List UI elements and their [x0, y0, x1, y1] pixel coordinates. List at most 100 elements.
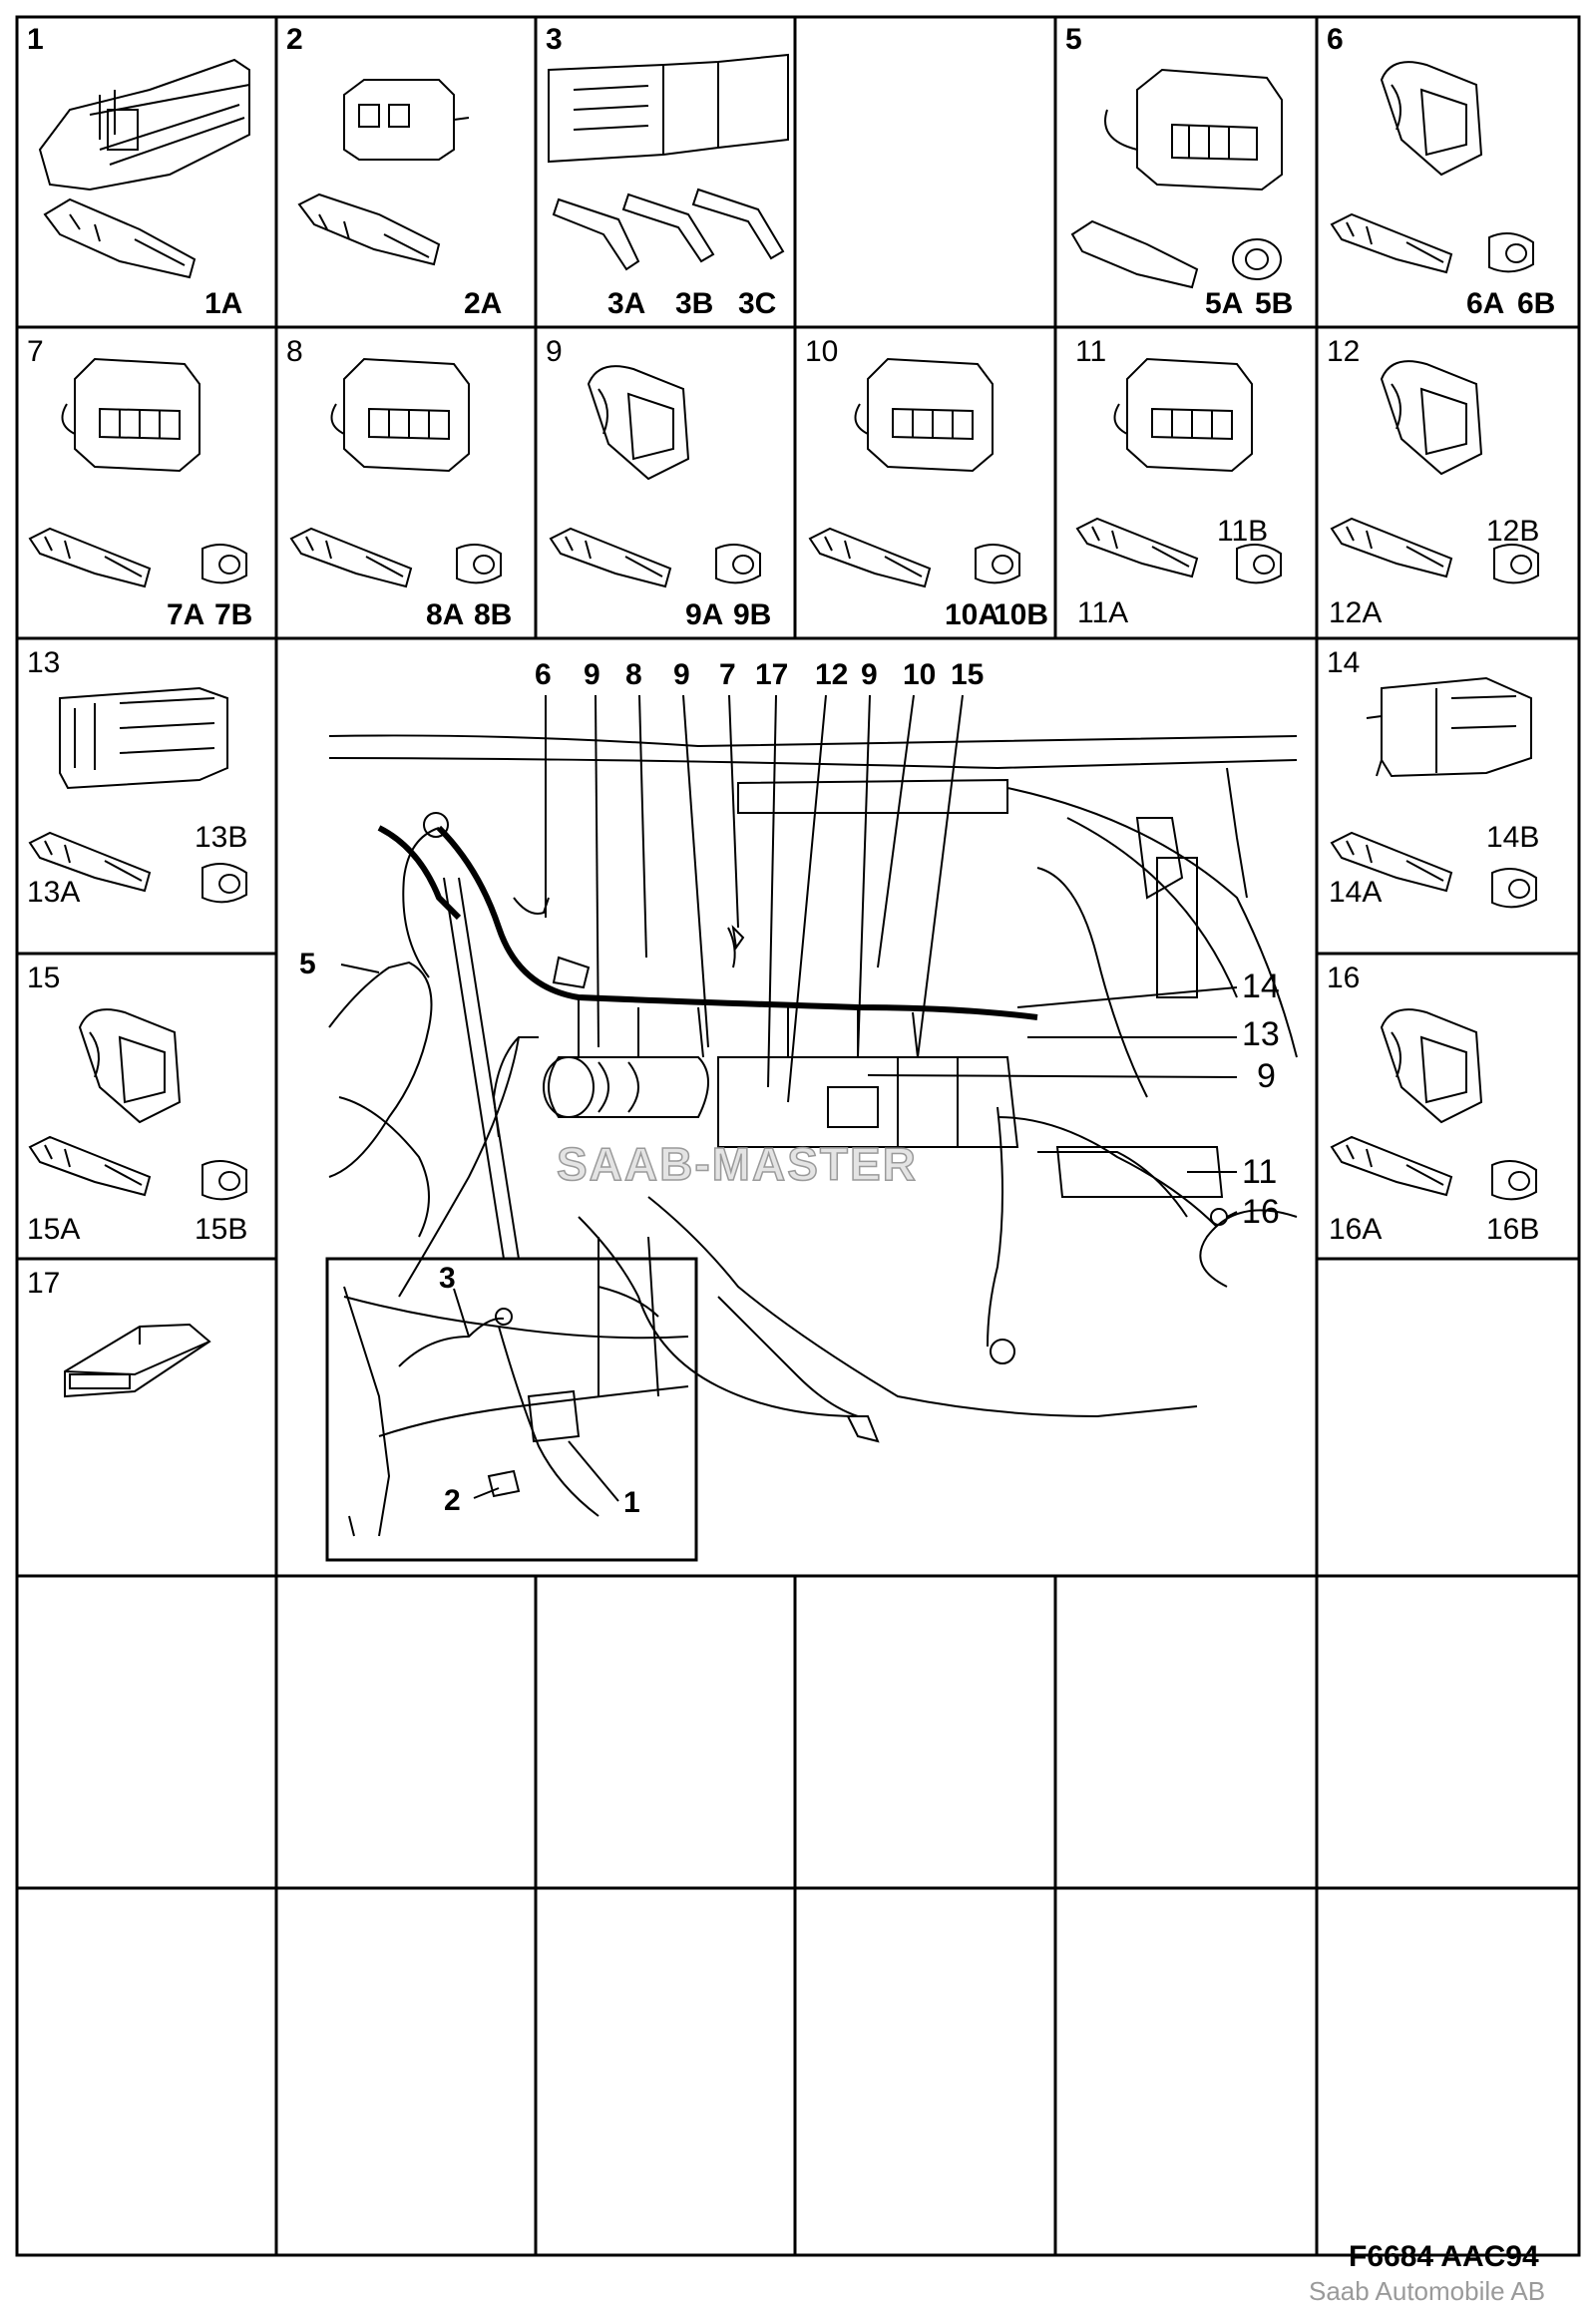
terminal-15A — [28, 1135, 152, 1197]
seal-13B — [201, 863, 247, 904]
callout-inset-2: 1 — [623, 1486, 640, 1519]
terminal-12A — [1330, 517, 1453, 578]
connector-11 — [1126, 357, 1253, 473]
seal-12B — [1493, 544, 1539, 584]
callout-right-0: 14 — [1242, 967, 1280, 1005]
part-label-6A: 6A — [1466, 287, 1505, 320]
part-label-11A: 11A — [1077, 596, 1129, 629]
part-label-2A: 2A — [464, 287, 503, 320]
cell-number-12: 12 — [1327, 335, 1361, 368]
part-label-11B: 11B — [1217, 515, 1269, 548]
terminal-8A — [289, 527, 413, 588]
seal-6B — [1488, 232, 1534, 273]
callout-top-0: 6 — [535, 658, 552, 691]
connector-10 — [867, 357, 994, 473]
callout-top-3: 9 — [673, 658, 690, 691]
part-label-3C: 3C — [738, 287, 777, 320]
copyright-text: Saab Automobile AB — [1309, 2276, 1546, 2306]
grid-lines — [15, 15, 1581, 2257]
part-label-8A: 8A — [426, 598, 465, 631]
callout-right-2: 9 — [1257, 1057, 1276, 1095]
terminal-7A — [28, 527, 152, 588]
drawing-code: F6684 AAC94 — [1349, 2240, 1539, 2273]
seal-16B — [1491, 1160, 1537, 1201]
connector-1-drawing — [38, 58, 250, 279]
part-label-14B: 14B — [1486, 821, 1540, 854]
connector-9 — [587, 365, 690, 481]
cell-number-10: 10 — [805, 335, 839, 368]
leader-lines — [340, 694, 1238, 1502]
part-label-13A: 13A — [27, 876, 81, 909]
cell-number-3: 3 — [546, 23, 563, 56]
connector-16 — [1380, 1008, 1483, 1124]
cell-number-13: 13 — [27, 646, 61, 679]
cell-number-1: 1 — [27, 23, 44, 56]
connector-15 — [78, 1008, 182, 1124]
seal-9B — [715, 544, 761, 584]
part-label-15B: 15B — [195, 1213, 248, 1246]
part-label-10B: 10B — [994, 598, 1049, 631]
callout-inset-1: 2 — [444, 1484, 461, 1517]
callout-right-1: 13 — [1242, 1015, 1280, 1053]
seal-11B — [1236, 544, 1282, 584]
part-label-12A: 12A — [1329, 596, 1383, 629]
connector-17-drawing — [64, 1323, 211, 1398]
part-label-6B: 6B — [1517, 287, 1556, 320]
callout-right-3: 11 — [1242, 1153, 1278, 1191]
part-label-5B: 5B — [1255, 287, 1294, 320]
callout-top-9: 15 — [951, 658, 985, 691]
callout-right-4: 16 — [1242, 1193, 1280, 1231]
part-label-15A: 15A — [27, 1213, 81, 1246]
part-label-12B: 12B — [1486, 515, 1540, 548]
part-label-5A: 5A — [1205, 287, 1244, 320]
part-label-7A: 7A — [167, 598, 205, 631]
small-connectors — [28, 61, 1539, 1201]
cell-number-16: 16 — [1327, 962, 1361, 994]
callout-top-1: 9 — [584, 658, 600, 691]
connector-5-drawing — [1070, 68, 1283, 289]
callout-top-4: 7 — [719, 658, 736, 691]
part-label-9A: 9A — [685, 598, 724, 631]
part-label-8B: 8B — [474, 598, 513, 631]
connector-6 — [1380, 61, 1483, 177]
terminal-13A — [28, 831, 152, 893]
cell-number-15: 15 — [27, 962, 61, 994]
part-label-3A: 3A — [607, 287, 646, 320]
part-label-1A: 1A — [204, 287, 243, 320]
terminal-6A — [1330, 212, 1453, 274]
connector-8 — [343, 357, 470, 473]
cell-number-8: 8 — [286, 335, 303, 368]
part-label-16A: 16A — [1329, 1213, 1383, 1246]
inset-frame — [325, 1257, 698, 1562]
watermark: SAAB-MASTER — [556, 1137, 918, 1191]
connector-3-drawing — [548, 53, 789, 271]
inset-detail — [325, 1257, 698, 1562]
cell-number-2: 2 — [286, 23, 303, 56]
cell-number-7: 7 — [27, 335, 44, 368]
cell-number-14: 14 — [1327, 646, 1361, 679]
outer-frame — [15, 15, 1581, 2257]
callout-top-8: 10 — [903, 658, 937, 691]
connector-13-drawing — [59, 686, 228, 790]
part-label-13B: 13B — [195, 821, 248, 854]
seal-10B — [975, 544, 1020, 584]
part-label-3B: 3B — [675, 287, 714, 320]
terminal-9A — [549, 527, 672, 588]
callout-top-7: 9 — [861, 658, 878, 691]
seal-14B — [1491, 868, 1537, 909]
callout-top-5: 17 — [755, 658, 789, 691]
part-label-9B: 9B — [733, 598, 772, 631]
connector-2-drawing — [297, 79, 470, 266]
terminal-14A — [1330, 831, 1453, 893]
vehicle-scene — [328, 734, 1298, 1443]
connector-7 — [74, 357, 200, 473]
callout-top-2: 8 — [625, 658, 642, 691]
part-label-14A: 14A — [1329, 876, 1383, 909]
cell-number-9: 9 — [546, 335, 563, 368]
cell-number-6: 6 — [1327, 23, 1344, 56]
terminal-10A — [808, 527, 932, 588]
seal-8B — [456, 544, 502, 584]
part-label-16B: 16B — [1486, 1213, 1540, 1246]
terminal-16A — [1330, 1135, 1453, 1197]
